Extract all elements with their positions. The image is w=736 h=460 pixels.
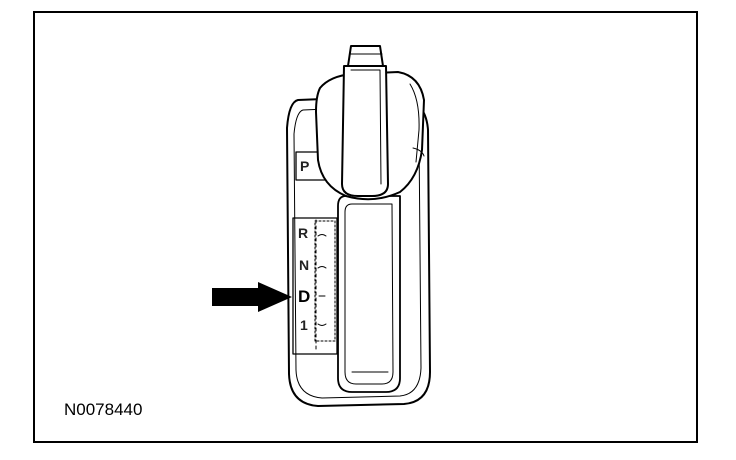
- shift-lever: [341, 65, 389, 197]
- lever-knob: [347, 45, 384, 67]
- gate-panel: [292, 217, 338, 355]
- gear-label-r: R: [298, 225, 309, 241]
- gear-label-n: N: [299, 257, 310, 273]
- gear-label-p: P: [300, 158, 310, 174]
- gear-label-d-selected: D: [298, 287, 311, 306]
- gear-label-1: 1: [300, 317, 308, 333]
- shift-slot: [337, 195, 401, 393]
- figure-id-label: N0078440: [64, 400, 143, 419]
- arrow-right-icon: [212, 282, 292, 312]
